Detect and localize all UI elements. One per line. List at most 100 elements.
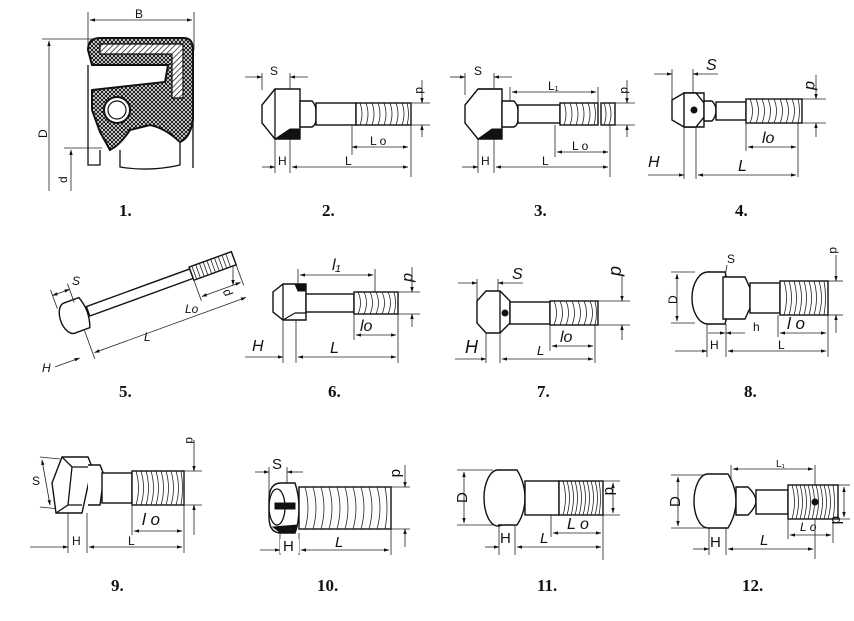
bolt-neck <box>735 486 757 516</box>
head-edges <box>55 456 92 514</box>
bolt-thread <box>131 470 185 506</box>
head-shading <box>294 283 307 292</box>
label-l: L <box>335 534 343 551</box>
leader-line <box>724 264 728 278</box>
label-s: S <box>272 456 282 473</box>
head-edge <box>282 312 296 321</box>
label-head-diameter: D <box>454 492 471 503</box>
label-d: d <box>828 516 845 524</box>
bolt-shank <box>524 480 560 516</box>
hex-bolt-square-collar-drawing: S d l o H L <box>30 437 202 553</box>
seal-metal-insert <box>99 43 184 99</box>
bolt-thread <box>355 102 412 126</box>
bolt-neck <box>501 100 519 128</box>
label-h: H <box>648 154 660 171</box>
label-h: H <box>278 154 287 168</box>
round-head-bolt-drawing: D S d h l o H L <box>666 247 843 357</box>
shaft-seal-drawing: B D d <box>36 7 195 191</box>
extension-line <box>84 330 96 360</box>
slotted-screw-drawing: S d H L <box>255 456 410 555</box>
figure-number: 8. <box>744 382 757 401</box>
hex-bolt-drawing: l₁ d lo H L <box>245 257 420 363</box>
hex-collar <box>722 276 751 320</box>
label-l: L <box>128 534 135 548</box>
figure-number: 6. <box>328 382 341 401</box>
head-side <box>498 469 526 526</box>
figure-number: 1. <box>119 201 132 220</box>
label-h: H <box>72 534 81 548</box>
dimension-line-s <box>52 288 71 296</box>
label-inner-diameter: d <box>56 176 70 183</box>
bolt-shank <box>517 104 561 124</box>
label-l: L <box>537 343 544 358</box>
hex-bolt-drawing: S d L o H L <box>245 64 430 177</box>
figure-number: 3. <box>534 201 547 220</box>
bolt-thread <box>779 280 829 316</box>
label-s: S <box>512 266 523 283</box>
label-l: L <box>345 154 352 168</box>
label-d: d <box>618 87 632 94</box>
bolt-shank <box>85 268 195 317</box>
bolt-shank <box>715 101 747 121</box>
extension-line <box>50 289 58 309</box>
figure-number: 12. <box>742 576 764 595</box>
label-l1: l₁ <box>332 257 341 274</box>
label-s: S <box>72 274 80 288</box>
label-lo: L o <box>370 134 387 148</box>
label-h: H <box>710 338 719 352</box>
label-h: H <box>710 534 721 551</box>
dimension-line-s <box>41 459 51 506</box>
label-d: d <box>601 487 618 495</box>
label-h: H <box>283 538 294 555</box>
hex-bolt-drawing: S d lo H L <box>648 57 826 179</box>
label-h: H <box>252 338 264 355</box>
figure-number: 11. <box>537 576 558 595</box>
dimension-line-h <box>55 357 81 368</box>
bolt-thread <box>353 291 399 315</box>
head-side <box>708 473 737 529</box>
label-head-diameter: D <box>667 496 684 507</box>
hex-bolt-drawing: S d lo H L <box>455 266 630 363</box>
bolt-shank <box>755 489 789 515</box>
bolt-neck <box>703 100 717 122</box>
label-lo: Lo <box>185 302 199 316</box>
screw-slot-icon <box>274 502 296 510</box>
bolt-thread <box>558 480 604 516</box>
label-h: H <box>42 361 51 375</box>
seal-outline <box>87 65 194 170</box>
label-l1: L₁ <box>776 459 786 470</box>
bolt-neck <box>299 100 317 128</box>
long-hex-bolt-drawing: S H L Lo d <box>42 250 247 375</box>
label-head-diameter: D <box>666 295 680 304</box>
label-lo: l o <box>787 314 805 333</box>
round-head-pin-bolt-drawing: L₁ D d L o H L <box>667 459 850 559</box>
label-d: d <box>183 437 197 444</box>
label-l: L <box>738 158 747 175</box>
label-h: H <box>465 337 479 357</box>
hex-bolt-drawing: S L₁ d L o H L <box>450 64 635 177</box>
extension-line <box>193 280 202 302</box>
label-d: d <box>388 469 405 477</box>
figure-number: 4. <box>735 201 748 220</box>
label-lo: lo <box>762 130 775 147</box>
figure-number: 2. <box>322 201 335 220</box>
label-s: S <box>727 252 735 266</box>
label-l1: L₁ <box>548 79 559 93</box>
screw-thread <box>298 486 392 530</box>
label-d: d <box>802 81 819 91</box>
bolt-thread <box>188 250 238 282</box>
label-d: d <box>413 87 427 94</box>
label-d: d <box>400 273 417 283</box>
bolt-shank <box>509 301 551 325</box>
label-b: B <box>135 7 143 21</box>
extension-line <box>235 264 245 286</box>
head-shading <box>273 128 301 140</box>
head-shading <box>271 524 298 534</box>
round-head-stud-drawing: D d L o H L <box>454 469 620 560</box>
label-d: d <box>607 266 627 277</box>
label-s: S <box>706 57 717 74</box>
label-d: d <box>827 247 841 254</box>
label-l: L <box>778 338 785 352</box>
label-lo: L o <box>567 516 589 533</box>
label-d: d <box>220 286 236 299</box>
